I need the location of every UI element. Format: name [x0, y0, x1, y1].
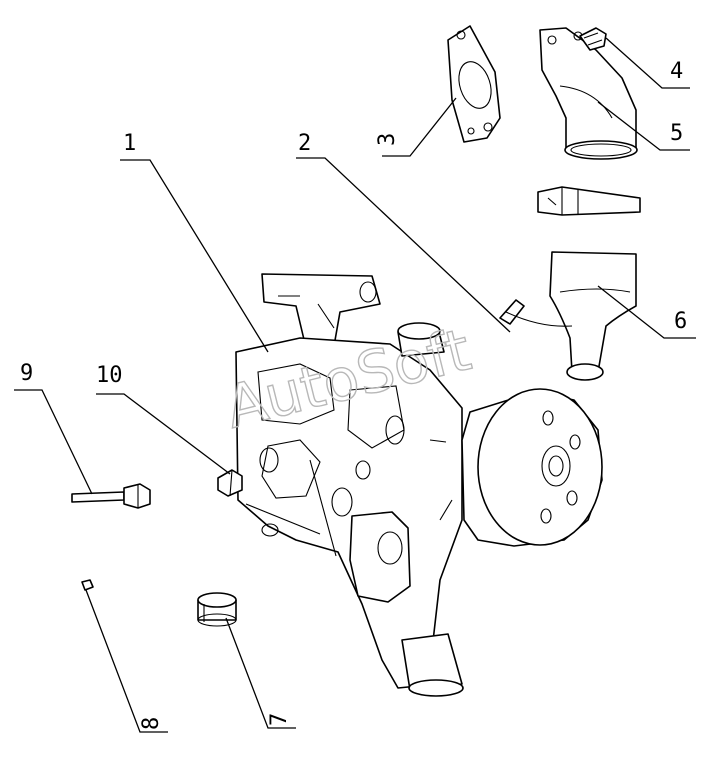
callout-7: 7 — [267, 713, 292, 726]
thermostat-clip-part — [537, 186, 641, 216]
callout-5: 5 — [670, 121, 683, 146]
bolt-part-9 — [71, 483, 151, 509]
leader-lines — [14, 37, 696, 733]
leader-line-2 — [296, 157, 511, 333]
leader-line-7 — [225, 617, 296, 729]
leader-line-9 — [14, 389, 93, 495]
leader-line-10 — [96, 393, 231, 475]
outlet-elbow-part — [539, 27, 638, 160]
inlet-hose-part — [549, 251, 637, 381]
bolt-part-4 — [579, 27, 607, 51]
callout-8: 8 — [139, 717, 164, 730]
pin-part-8 — [81, 579, 94, 591]
leader-line-3 — [382, 97, 457, 157]
callout-2: 2 — [298, 131, 311, 156]
bushing-part-7 — [197, 592, 237, 627]
callout-1: 1 — [123, 131, 136, 156]
callout-9: 9 — [20, 361, 33, 386]
leader-line-4 — [605, 37, 690, 89]
callout-10: 10 — [96, 363, 123, 388]
callout-labels: 1 2 3 4 5 6 7 8 9 10 — [20, 59, 687, 730]
leader-line-8 — [85, 589, 168, 733]
water-pump-assembly-part — [235, 273, 603, 697]
callout-3: 3 — [375, 133, 400, 146]
leader-line-5 — [597, 101, 690, 151]
callout-6: 6 — [674, 309, 687, 334]
leader-line-6 — [597, 285, 696, 339]
nut-part-10 — [217, 469, 243, 497]
gasket-part — [447, 25, 501, 143]
callout-4: 4 — [670, 59, 683, 84]
leader-line-1 — [120, 159, 269, 353]
